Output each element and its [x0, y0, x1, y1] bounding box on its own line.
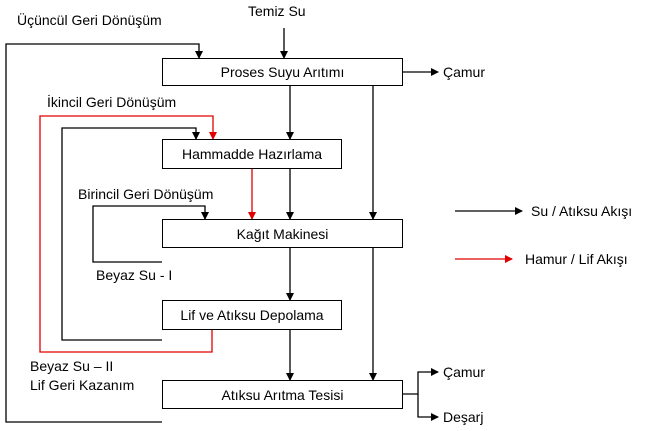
legend-pulp-label: Hamur / Lif Akışı [525, 251, 628, 267]
box-proses-suyu-aritimi: Proses Suyu Arıtımı [162, 58, 403, 86]
loop-ucuncul [5, 43, 203, 423]
label-birincil: Birincil Geri Dönüşüm [78, 186, 214, 202]
label-desarj: Deşarj [443, 409, 484, 425]
box-hammadde-hazirlama: Hammadde Hazırlama [162, 139, 342, 169]
arrow-aritma-camur [403, 368, 439, 395]
loop-ikincil-water [61, 127, 200, 341]
label-lif-geri-kazanim: Lif Geri Kazanım [30, 377, 135, 393]
box-lif-atiksu-depolama: Lif ve Atıksu Depolama [162, 300, 342, 330]
label-temiz-su: Temiz Su [248, 3, 306, 19]
label-camur-bottom: Çamur [443, 364, 486, 380]
arrow-aritma-desarj [417, 394, 439, 421]
loop-birincil [92, 205, 209, 263]
label-beyaz-su-2: Beyaz Su – II [30, 358, 114, 374]
label-camur-top: Çamur [443, 64, 486, 80]
label-beyaz-su-1: Beyaz Su - I [96, 267, 173, 283]
label-ikincil: İkincil Geri Dönüşüm [47, 94, 177, 110]
box-kagit-makinesi: Kağıt Makinesi [162, 219, 403, 248]
box-atiksu-aritma-tesisi: Atıksu Arıtma Tesisi [162, 380, 403, 409]
label-ucuncul: Üçüncül Geri Dönüşüm [17, 12, 162, 28]
loop-lif-geri-red [39, 115, 217, 353]
legend-water-label: Su / Atıksu Akışı [531, 203, 633, 219]
